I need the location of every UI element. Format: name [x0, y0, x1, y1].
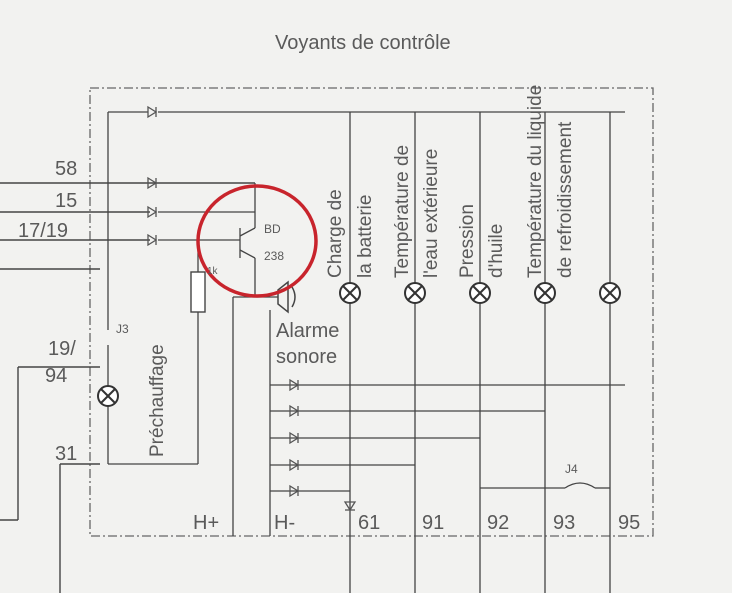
lamp-label: Température de: [392, 144, 413, 278]
lamp-label: Température du liquide: [525, 84, 546, 278]
lamp-icon: [339, 282, 361, 304]
terminal-label: 94: [45, 365, 68, 387]
preheat-label: Préchauffage: [147, 344, 168, 457]
buzzer-icon: [277, 280, 296, 314]
lamp-label: l'eau extérieure: [421, 148, 442, 278]
lamp-icon: [404, 282, 426, 304]
bottom-terminal-label: 95: [618, 512, 641, 534]
terminal-label: 17/19: [18, 220, 69, 242]
component-label: BD: [264, 222, 281, 236]
lamp-icon: [534, 282, 556, 304]
diagram-title: Voyants de contrôle: [275, 32, 451, 54]
jumper-label: J4: [565, 462, 578, 476]
resistor-symbol: [190, 271, 206, 313]
lamp-label: d'huile: [486, 223, 507, 278]
lamp-label: de refroidissement: [555, 121, 576, 278]
internal-wires: [107, 111, 625, 593]
terminal-label: 31: [55, 443, 78, 465]
alarm-label: Alarme: [276, 320, 340, 342]
lamp-label: Charge de: [325, 189, 346, 278]
alarm-label: sonore: [276, 346, 338, 368]
diode-symbol: [147, 106, 157, 118]
lamp-icon: [97, 385, 119, 407]
bottom-terminal-label: 93: [553, 512, 576, 534]
highlight-circle: [196, 184, 318, 298]
terminal-label: 58: [55, 158, 78, 180]
input-wires: [0, 182, 255, 593]
lamp-label: Pression: [457, 204, 478, 278]
terminal-label: 15: [55, 190, 78, 212]
resistor-label: 1k: [207, 266, 218, 277]
component-label: 238: [264, 249, 285, 263]
lamp-icon: [469, 282, 491, 304]
bottom-terminal-label: 91: [422, 512, 445, 534]
bottom-terminal-label: H-: [274, 512, 296, 534]
jumper-label: J3: [116, 322, 129, 336]
bottom-terminal-label: 92: [487, 512, 510, 534]
bottom-terminal-label: 61: [358, 512, 381, 534]
lamp-icon: [599, 282, 621, 304]
terminal-label: 19/: [48, 338, 76, 360]
lamp-label: la batterie: [355, 194, 376, 278]
bottom-terminal-label: H+: [193, 512, 220, 534]
panel-frame: [89, 87, 654, 537]
